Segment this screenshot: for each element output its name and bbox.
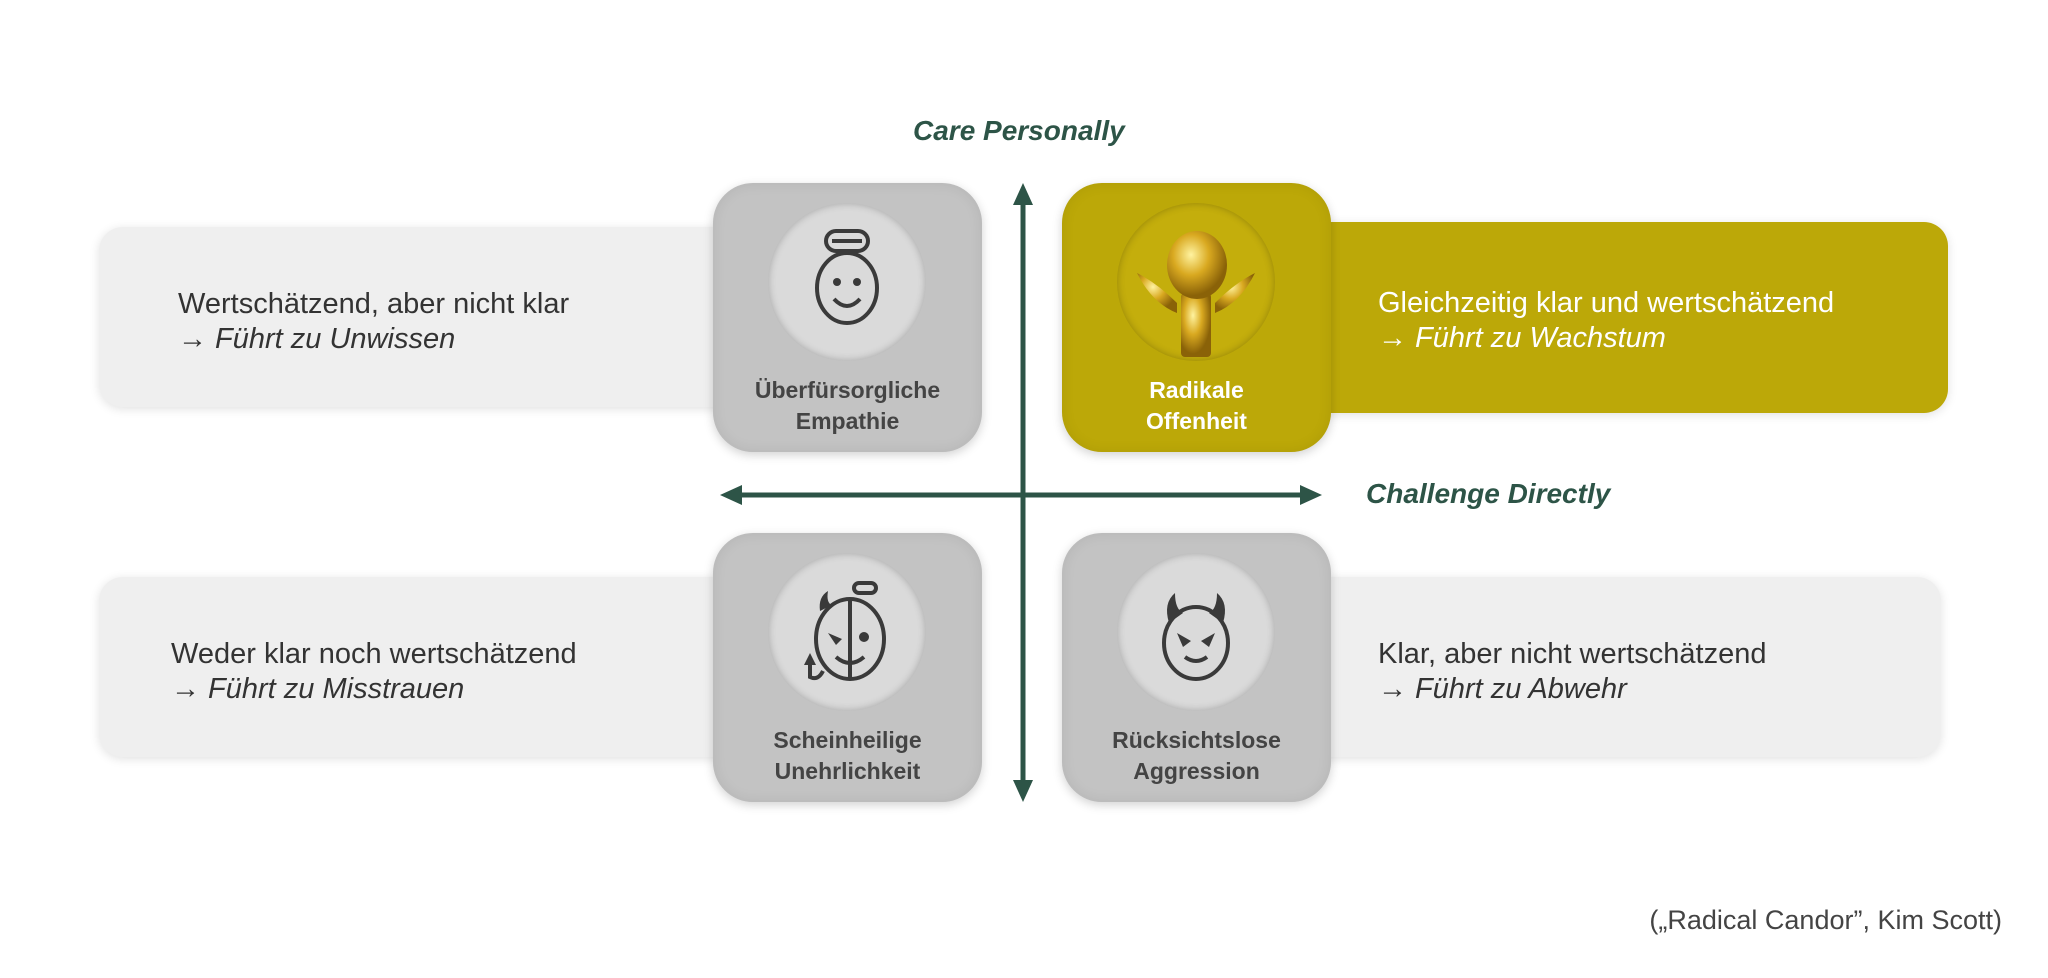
horizontal-axis-arrow [720, 485, 1322, 505]
golden-trophy-icon [1117, 203, 1275, 361]
quadrant-bar-bottom-left: Weder klar noch wertschätzend → Führt zu… [99, 577, 779, 757]
quadrant-bar-top-right: Gleichzeitig klar und wertschätzend → Fü… [1290, 222, 1948, 413]
description: Klar, aber nicht wertschätzend [1378, 638, 1767, 670]
description: Weder klar noch wertschätzend [171, 638, 577, 670]
quadrant-text-bottom-right: Klar, aber nicht wertschätzend → Führt z… [1378, 637, 1766, 707]
source-footnote: („Radical Candor”, Kim Scott) [1649, 905, 2002, 935]
half-angel-half-devil-icon [768, 553, 926, 711]
quadrant-bar-bottom-right: Klar, aber nicht wertschätzend → Führt z… [1290, 577, 1941, 757]
horizontal-axis-label: Challenge Directly [1366, 478, 1611, 509]
description: Gleichzeitig klar und wertschätzend [1378, 287, 1835, 319]
consequence: → Führt zu Wachstum [1378, 322, 1666, 354]
quadrant-bar-top-left: Wertschätzend, aber nicht klar → Führt z… [99, 227, 779, 407]
quadrant-text-bottom-left: Weder klar noch wertschätzend → Führt zu… [171, 637, 577, 707]
angel-face-icon [768, 203, 926, 361]
quadrant-text-top-left: Wertschätzend, aber nicht klar → Führt z… [178, 287, 569, 357]
consequence: → Führt zu Unwissen [178, 323, 456, 355]
consequence: → Führt zu Abwehr [1378, 673, 1627, 705]
vertical-axis-label: Care Personally [913, 115, 1125, 146]
consequence: → Führt zu Misstrauen [171, 673, 465, 705]
description: Wertschätzend, aber nicht klar [178, 288, 570, 320]
quadrant-text-top-right: Gleichzeitig klar und wertschätzend → Fü… [1378, 286, 1834, 356]
devil-face-icon [1117, 553, 1275, 711]
